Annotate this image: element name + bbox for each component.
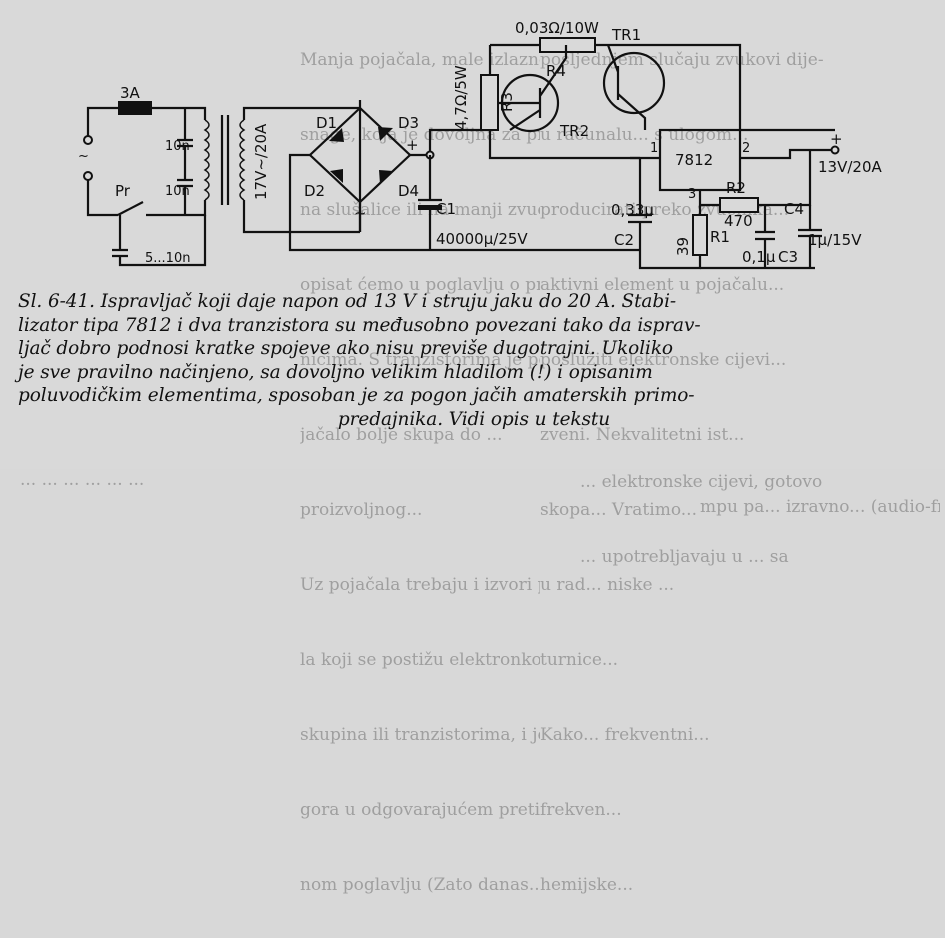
text-line: Kako... frekventni...: [540, 725, 710, 745]
text-line: la koji se postižu elektronkom ili: [300, 650, 540, 670]
capacitor-c4: [798, 205, 822, 268]
c3-name: C3: [778, 248, 798, 266]
transformer: [203, 106, 360, 234]
caption-line: Sl. 6-41. Ispravljač koji daje napon od …: [18, 291, 677, 312]
c1-name: C1: [436, 200, 456, 218]
tr2-label: TR2: [559, 122, 589, 140]
text-line: nom poglavlju (Zato danas...: [300, 875, 540, 895]
bridge-rectifier: [288, 100, 640, 252]
fuse-label: 3A: [120, 84, 141, 102]
text-line: turnice...: [540, 650, 619, 670]
regulator-7812: [628, 128, 840, 270]
text-line: nicima. S tranzistorima je po-: [300, 350, 540, 370]
caption-line: predajnika. Vidi opis u tekstu: [337, 408, 611, 430]
d1-label: D1: [316, 114, 337, 132]
text-line: poslužiti elektronske cijevi...: [540, 350, 787, 370]
bottom-left-text: ... ... ... ... ... ...: [20, 418, 440, 543]
output-voltage-label: 13V/20A: [818, 158, 882, 176]
capacitor-c3: [755, 205, 775, 268]
figure-caption: Sl. 6-41. Ispravljač koji daje napon od …: [18, 290, 930, 431]
pin2-label: 2: [742, 141, 750, 156]
output-terminal: [830, 145, 840, 155]
d3-label: D3: [398, 114, 419, 132]
r2-name: R2: [726, 179, 746, 197]
pass-stage: [480, 37, 835, 160]
capacitor-c1: [418, 155, 442, 250]
text-line: skupina ili tranzistorima, i je bilo: [300, 725, 540, 745]
transistor-tr1: [602, 51, 666, 115]
c2-name: C2: [614, 231, 634, 249]
bridge-plus-label: +: [406, 136, 419, 154]
resistor-r3: [480, 74, 499, 131]
r3-value: 4,7Ω/5W: [452, 65, 470, 130]
power-switch: [117, 201, 144, 216]
bottom-right-extra: mpu pa... izravno... (audio-frek-: [700, 445, 940, 570]
r4-name: R4: [546, 62, 566, 80]
text-line: gora u odgovarajućem pretihod-: [300, 800, 540, 820]
caption-line: lizator tipa 7812 i dva tranzistora su m…: [18, 314, 701, 336]
r2-value: 470: [724, 212, 753, 230]
r3-name: R3: [498, 92, 516, 112]
d2-label: D2: [304, 182, 325, 200]
r1-name: R1: [710, 228, 730, 246]
rectifier-schematic: 3A ~ Pr 10n 10n 5...10n 17V~/20A D1 D2 D…: [78, 19, 882, 270]
d4-label: D4: [398, 182, 419, 200]
resistor-r2: [719, 197, 759, 213]
cap-upper-label: 10n: [165, 139, 190, 154]
diode-d2: [330, 169, 343, 183]
text-line: aktivni element u pojačalu...: [540, 275, 785, 295]
diode-d1: [329, 128, 344, 142]
c4-value: 1µ/15V: [808, 231, 862, 249]
text-line: frekven...: [540, 800, 622, 820]
cap-primary-symbol: [112, 248, 128, 258]
regulator-label: 7812: [675, 151, 713, 169]
transformer-label: 17V~/20A: [252, 123, 270, 200]
text-line: jačalo bolje skupa do ...: [300, 425, 503, 445]
c1-value: 40000µ/25V: [436, 230, 528, 248]
caption-line: je sve pravilno načinjeno, sa dovoljno v…: [18, 361, 653, 383]
resistor-r1: [692, 214, 708, 256]
resistor-r4: [539, 37, 596, 53]
text-line: Uz pojačala trebaju i izvori pojača-: [300, 575, 540, 595]
c3-value: 0,1µ: [742, 248, 776, 266]
cap-primary-label: 5...10n: [145, 251, 190, 266]
text-line: ... ... ... ... ... ...: [20, 470, 145, 490]
book-page: posljednjem slučaju zvukovi dije- u raču…: [18, 19, 940, 895]
c2-value: 0,33µ: [611, 201, 654, 219]
r1-value: 39: [674, 237, 692, 256]
text-line: hemijske...: [540, 875, 634, 895]
ac-symbol: ~: [78, 149, 89, 164]
mains-terminal-bottom: [83, 171, 93, 181]
diode-d3: [378, 127, 393, 141]
text-line: opisat ćemo u poglavlju o prijem-: [300, 275, 540, 295]
r4-value: 0,03Ω/10W: [515, 19, 599, 37]
text-line: Manja pojačala, male izlazne: [300, 50, 540, 70]
caption-line: poluvodičkim elementima, sposoban je za …: [18, 385, 695, 406]
tr1-label: TR1: [611, 26, 641, 44]
fuse-symbol: [118, 101, 152, 115]
mains-terminal-top: [83, 135, 93, 145]
switch-label: Pr: [115, 182, 131, 200]
pin3-label: 3: [688, 187, 696, 202]
mains-input: [83, 101, 207, 267]
diode-d4: [379, 170, 393, 184]
pin1-label: 1: [650, 141, 658, 156]
text-line: mpu pa... izravno... (audio-frek-: [700, 497, 940, 517]
output-plus-label: +: [830, 130, 843, 148]
caption-line: ljač dobro podnosi kratke spojeve ako ni…: [18, 338, 673, 359]
c4-name: C4: [784, 200, 804, 218]
text-line: zveni. Nekvalitetni ist...: [540, 425, 745, 445]
bridge-ac-label: ~: [354, 204, 367, 222]
cap-lower-label: 10n: [165, 184, 190, 199]
